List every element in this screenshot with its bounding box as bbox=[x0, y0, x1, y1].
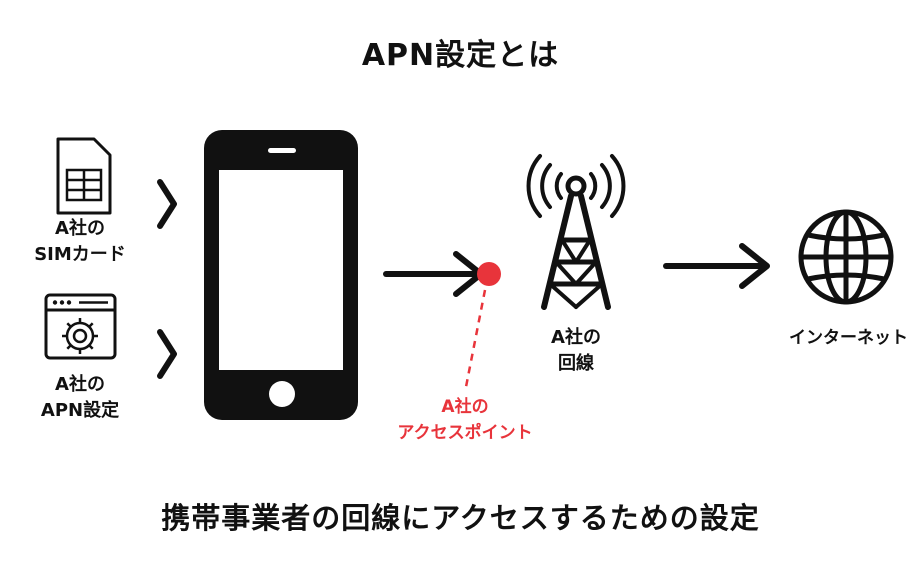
access-point-dot bbox=[477, 262, 501, 286]
access-point-label: A社の アクセスポイント bbox=[372, 394, 558, 446]
apn-setting-label: A社の APN設定 bbox=[24, 372, 136, 424]
gear-icon bbox=[62, 318, 98, 354]
sim-card-label: A社の SIMカード bbox=[24, 216, 136, 268]
sim-card-icon bbox=[56, 137, 112, 215]
globe-icon bbox=[798, 209, 894, 305]
page-title: APN設定とは bbox=[361, 38, 560, 73]
apn-setting-label-line1: A社の bbox=[55, 374, 105, 395]
sim-card-label-line1: A社の bbox=[55, 218, 105, 239]
arrow-right-icon bbox=[663, 243, 770, 289]
access-point-label-line2: アクセスポイント bbox=[397, 423, 533, 443]
arrow-right-icon bbox=[383, 251, 484, 297]
tower-label-line2: 回線 bbox=[558, 353, 594, 374]
tower-label-line1: A社の bbox=[551, 327, 601, 348]
internet-label: インターネット bbox=[789, 328, 908, 348]
tower-label: A社の 回線 bbox=[526, 325, 626, 377]
antenna-tower-icon bbox=[526, 154, 626, 310]
sim-card-label-line2: SIMカード bbox=[34, 244, 126, 265]
settings-window-icon bbox=[44, 293, 117, 360]
footer-caption: 携帯事業者の回線にアクセスするための設定 bbox=[161, 501, 760, 535]
chevron-right-icon bbox=[157, 179, 177, 229]
smartphone-icon bbox=[204, 130, 358, 420]
access-point-label-line1: A社の bbox=[441, 397, 489, 417]
access-point-leader-line bbox=[463, 289, 487, 393]
chevron-right-icon bbox=[157, 329, 177, 379]
apn-setting-label-line2: APN設定 bbox=[40, 400, 120, 421]
